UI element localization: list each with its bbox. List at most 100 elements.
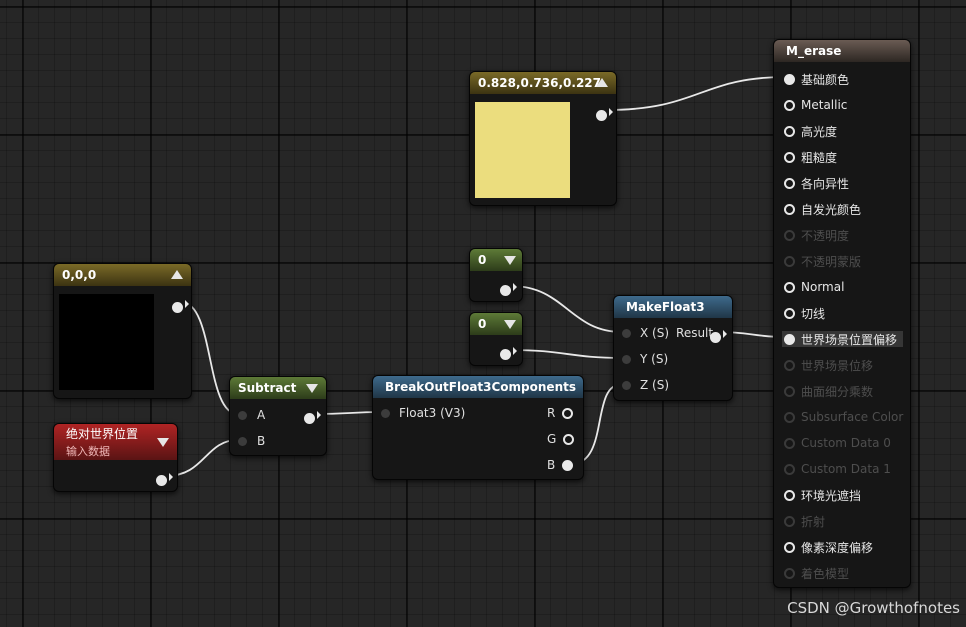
breakout-output-b[interactable]: B — [547, 457, 574, 473]
material-pin-label: Normal — [801, 280, 845, 294]
breakout-output-r[interactable]: R — [547, 405, 574, 421]
constant-color-header[interactable]: 0.828,0.736,0.227 — [470, 72, 616, 94]
constant-zero-b-title: 0 — [478, 317, 487, 331]
input-pin-icon[interactable] — [784, 463, 795, 475]
constant-color-node[interactable]: 0.828,0.736,0.227 — [469, 71, 617, 206]
wire-color-to-basecolor — [605, 76, 787, 111]
material-pin-row[interactable]: 世界场景位置偏移 — [782, 331, 904, 347]
constant-zero-b-header[interactable]: 0 — [470, 313, 522, 335]
collapse-arrow-icon[interactable] — [504, 256, 516, 265]
input-pin-icon[interactable] — [238, 410, 247, 420]
material-pin-row[interactable]: 不透明度 — [784, 227, 849, 243]
material-pin-row[interactable]: 不透明蒙版 — [784, 253, 861, 269]
breakout-float3-node[interactable]: BreakOutFloat3Components Float3 (V3) R G… — [372, 375, 584, 480]
input-pin-icon[interactable] — [381, 408, 390, 418]
input-pin-icon[interactable] — [784, 411, 795, 423]
output-pin-icon[interactable] — [562, 459, 574, 471]
absolute-world-position-node[interactable]: 绝对世界位置 输入数据 — [53, 423, 178, 492]
input-pin-icon[interactable] — [622, 354, 631, 364]
input-pin-icon[interactable] — [238, 436, 247, 446]
material-pin-row[interactable]: Subsurface Color — [784, 409, 903, 425]
material-result-header[interactable]: M_erase — [774, 40, 910, 62]
material-pin-row[interactable]: 粗糙度 — [784, 149, 837, 165]
material-pin-row[interactable]: 基础颜色 — [784, 71, 849, 87]
breakout-float3-header[interactable]: BreakOutFloat3Components — [373, 376, 583, 398]
subtract-header[interactable]: Subtract — [230, 377, 326, 399]
material-pin-row[interactable]: 像素深度偏移 — [784, 539, 873, 555]
collapse-arrow-icon[interactable] — [306, 384, 318, 393]
material-pin-row[interactable]: Normal — [784, 279, 844, 295]
input-pin-icon[interactable] — [784, 203, 795, 215]
material-pin-row[interactable]: 各向异性 — [784, 175, 849, 191]
makefloat3-pin-y-label: Y (S) — [640, 352, 669, 366]
breakout-output-r-label: R — [547, 406, 556, 420]
constant-color-output-pin[interactable] — [596, 106, 613, 125]
breakout-input-label: Float3 (V3) — [399, 406, 466, 420]
breakout-input-pin[interactable]: Float3 (V3) — [381, 405, 465, 421]
subtract-pin-b[interactable]: B — [238, 433, 265, 449]
input-pin-icon[interactable] — [784, 125, 795, 137]
collapse-arrow-icon[interactable] — [596, 78, 608, 87]
material-pin-row[interactable]: 折射 — [784, 513, 825, 529]
material-pin-label: 像素深度偏移 — [801, 540, 874, 555]
material-pin-row[interactable]: 切线 — [784, 305, 825, 321]
input-pin-icon[interactable] — [784, 229, 795, 241]
absolute-world-position-output-pin[interactable] — [156, 471, 173, 490]
material-result-node[interactable]: M_erase 基础颜色 Metallic 高光度粗糙度各向异性自发光颜色不透明度不… — [773, 39, 911, 588]
collapse-arrow-icon[interactable] — [157, 438, 169, 447]
input-pin-icon[interactable] — [784, 359, 795, 371]
makefloat3-node[interactable]: MakeFloat3 X (S) Result Y (S) Z (S) — [613, 295, 733, 401]
input-pin-icon[interactable] — [784, 73, 795, 85]
constant-zero-b-output-pin[interactable] — [500, 345, 517, 364]
makefloat3-pin-y[interactable]: Y (S) — [622, 351, 668, 367]
subtract-output-pin[interactable] — [304, 409, 321, 428]
input-pin-icon[interactable] — [784, 281, 795, 293]
subtract-pin-a[interactable]: A — [238, 407, 265, 423]
constant-zero-b-node[interactable]: 0 — [469, 312, 523, 366]
collapse-arrow-icon[interactable] — [504, 320, 516, 329]
material-pin-row[interactable]: Metallic — [784, 97, 847, 113]
input-pin-icon[interactable] — [784, 255, 795, 267]
absolute-world-position-header[interactable]: 绝对世界位置 输入数据 — [54, 424, 177, 460]
collapse-arrow-icon[interactable] — [171, 270, 183, 279]
material-pin-row[interactable]: 曲面细分乘数 — [784, 383, 873, 399]
material-pin-row[interactable]: 自发光颜色 — [784, 201, 861, 217]
constant-zero-a-output-pin[interactable] — [500, 281, 517, 300]
material-pin-row[interactable]: Custom Data 1 — [784, 461, 891, 477]
input-pin-icon[interactable] — [622, 328, 631, 338]
material-pin-row[interactable]: 高光度 — [784, 123, 837, 139]
input-pin-icon[interactable] — [784, 99, 795, 111]
input-pin-icon[interactable] — [784, 177, 795, 189]
makefloat3-pin-z[interactable]: Z (S) — [622, 377, 669, 393]
constant-zero-vector-node[interactable]: 0,0,0 — [53, 263, 192, 399]
output-pin-icon[interactable] — [562, 407, 574, 419]
constant-zero-a-header[interactable]: 0 — [470, 249, 522, 271]
subtract-node[interactable]: Subtract A B — [229, 376, 327, 456]
input-pin-icon[interactable] — [784, 151, 795, 163]
constant-zero-vector-header[interactable]: 0,0,0 — [54, 264, 191, 286]
input-pin-icon[interactable] — [784, 567, 795, 579]
material-pin-row[interactable]: 着色模型 — [784, 565, 849, 581]
input-pin-icon[interactable] — [784, 515, 795, 527]
material-pin-row[interactable]: Custom Data 0 — [784, 435, 891, 451]
makefloat3-output-pin[interactable] — [710, 328, 727, 347]
constant-zero-a-node[interactable]: 0 — [469, 248, 523, 302]
input-pin-icon[interactable] — [784, 307, 795, 319]
input-pin-icon[interactable] — [784, 541, 795, 553]
material-pin-row[interactable]: 世界场景位移 — [784, 357, 873, 373]
color-swatch-black — [59, 294, 154, 390]
constant-zero-vector-output-pin[interactable] — [172, 298, 189, 317]
input-pin-icon[interactable] — [784, 333, 795, 345]
input-pin-icon[interactable] — [622, 380, 631, 390]
constant-color-title: 0.828,0.736,0.227 — [478, 76, 601, 90]
input-pin-icon[interactable] — [784, 385, 795, 397]
subtract-pin-b-label: B — [257, 434, 266, 448]
input-pin-icon[interactable] — [784, 437, 795, 449]
input-pin-icon[interactable] — [784, 489, 795, 501]
makefloat3-pin-x[interactable]: X (S) Result — [622, 325, 713, 341]
material-pin-row[interactable]: 环境光遮挡 — [784, 487, 861, 503]
output-pin-icon[interactable] — [563, 433, 575, 445]
material-pin-label: 折射 — [801, 514, 826, 529]
breakout-output-g[interactable]: G — [547, 431, 575, 447]
makefloat3-header[interactable]: MakeFloat3 — [614, 296, 732, 318]
